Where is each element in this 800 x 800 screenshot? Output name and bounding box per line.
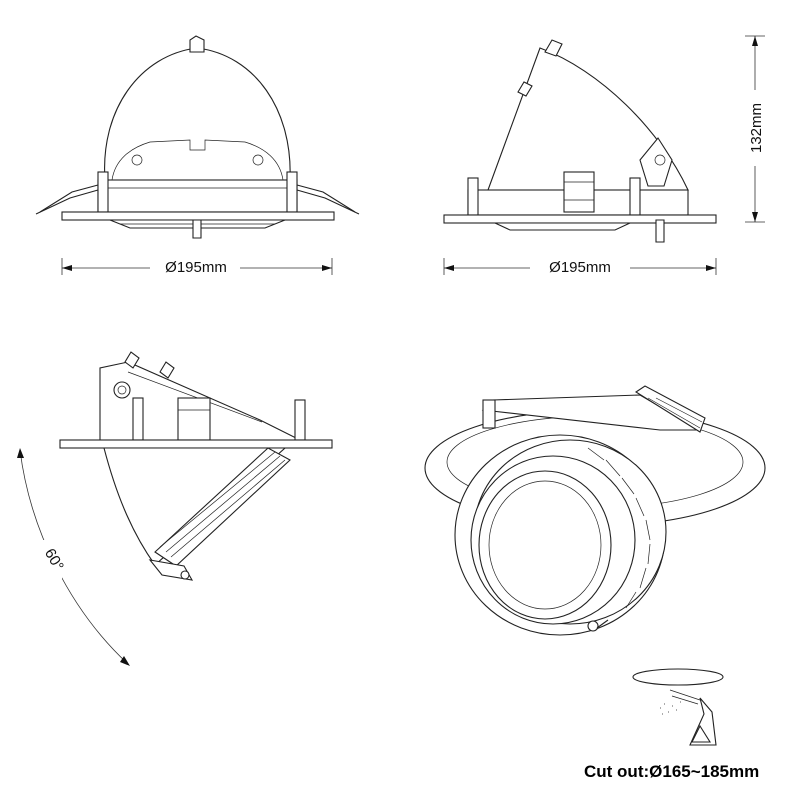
cutout-label: Cut out:Ø165~185mm — [584, 762, 759, 781]
front-width-label: Ø195mm — [165, 259, 227, 276]
cutout-icon — [632, 668, 724, 746]
side-width-label: Ø195mm — [549, 259, 611, 276]
tilted-view — [17, 351, 333, 666]
isometric-view — [424, 385, 766, 636]
height-label: 132mm — [748, 103, 765, 153]
front-view — [35, 35, 360, 276]
side-view — [443, 35, 766, 276]
